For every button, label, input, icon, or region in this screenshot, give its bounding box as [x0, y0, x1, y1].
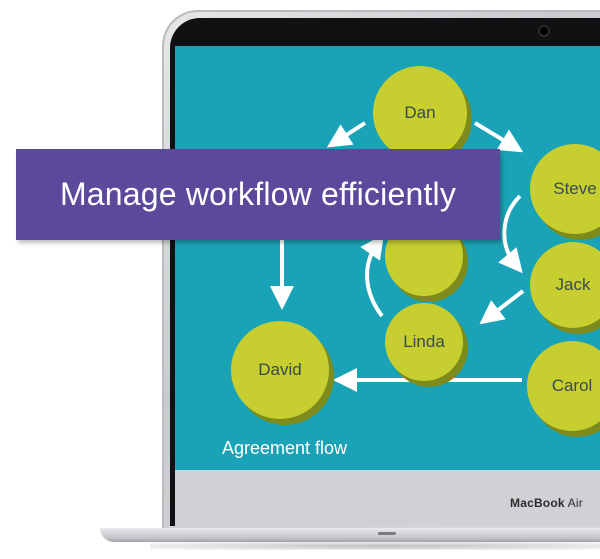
- node-label: Carol: [551, 376, 593, 395]
- laptop-base: [100, 528, 600, 542]
- laptop-chin: [175, 470, 600, 526]
- headline-banner: Manage workflow efficiently: [16, 149, 500, 240]
- node-david: David: [231, 321, 329, 419]
- flow-caption: Agreement flow: [222, 438, 348, 458]
- base-shadow: [150, 542, 600, 550]
- arrow-dan-steve: [473, 121, 524, 153]
- flow-arrows: [270, 121, 525, 392]
- laptop-notch: [378, 532, 396, 535]
- node-label: Dan: [404, 103, 436, 122]
- node-label: Linda: [403, 332, 445, 351]
- arrow-jack-linda: [479, 289, 525, 325]
- device-brand: MacBook Air: [510, 496, 583, 510]
- node-label: Steve: [553, 179, 597, 198]
- brand-model: Air: [567, 496, 583, 510]
- node-carol: Carol: [527, 341, 600, 431]
- arrow-steve-jack: [498, 194, 523, 274]
- node-steve: Steve: [530, 144, 600, 234]
- arrow-dan-left: [326, 121, 367, 148]
- node-jack: Jack: [530, 242, 600, 328]
- camera-icon: [540, 27, 548, 35]
- node-label: Jack: [555, 275, 591, 294]
- node-dan: Dan: [373, 66, 467, 160]
- arrow-linda-hidden: [360, 234, 384, 318]
- brand-name: MacBook: [510, 496, 565, 510]
- node-label: David: [258, 360, 302, 379]
- node-linda: Linda: [385, 303, 463, 381]
- laptop-screen: Dan Steve Jack Linda Carol David Agreeme…: [175, 46, 600, 470]
- banner-title: Manage workflow efficiently: [59, 176, 457, 212]
